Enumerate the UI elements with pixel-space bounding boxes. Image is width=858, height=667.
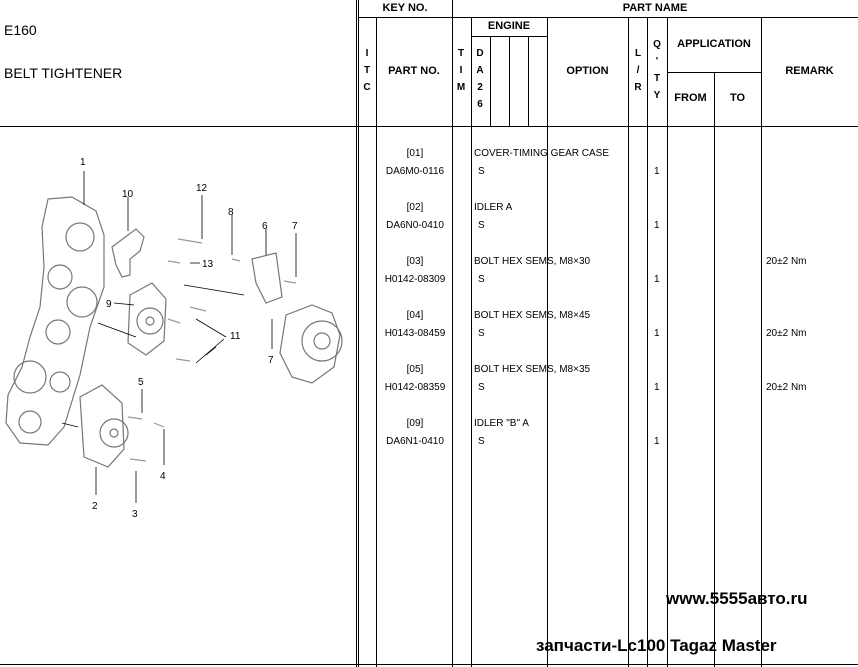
column-divider [490, 36, 491, 127]
part-no: DA6N1-0410 [386, 436, 444, 447]
engine-header: ENGINE [487, 20, 531, 32]
spec: S [478, 166, 485, 177]
remark: 20±2 Nm [766, 382, 807, 393]
key-no: [04] [406, 310, 424, 321]
engine-header-line [471, 36, 547, 37]
part-no: DA6N0-0410 [386, 220, 444, 231]
callout-label: 10 [122, 189, 134, 200]
spec: S [478, 274, 485, 285]
bottom-border [0, 664, 858, 665]
idler-b-pulley [136, 307, 164, 335]
idler-a-pulley [99, 418, 129, 448]
application-header-line [667, 72, 761, 73]
quantity: 1 [654, 166, 660, 177]
column-divider [628, 18, 629, 667]
column-divider [452, 0, 453, 667]
power-steering-pump [279, 304, 341, 384]
spec: S [478, 328, 485, 339]
bracket-10 [111, 228, 145, 278]
callout-label: 7 [292, 221, 298, 232]
part-no: H0143-08459 [384, 328, 446, 339]
page-code: E160 [4, 22, 37, 38]
part-no: DA6M0-0116 [385, 166, 445, 177]
column-divider [376, 18, 377, 667]
key-no: [01] [406, 148, 424, 159]
to-header: TO [729, 92, 746, 104]
part-name: IDLER "B" A [474, 418, 529, 429]
callout-label: 3 [132, 509, 138, 520]
key-no: [03] [406, 256, 424, 267]
remark-header: REMARK [785, 65, 834, 77]
bracket-6 [251, 252, 283, 304]
quantity: 1 [654, 328, 660, 339]
key-no: [02] [406, 202, 424, 213]
column-divider [647, 18, 648, 667]
idler-b-bracket [127, 282, 167, 356]
callout-label: 11 [230, 331, 241, 342]
watermark-caption: запчасти-Lc100 Tagaz Master [536, 636, 777, 655]
lr-header: L/R [634, 48, 642, 93]
application-header: APPLICATION [677, 38, 751, 50]
spec: S [478, 382, 485, 393]
page-title: BELT TIGHTENER [4, 65, 123, 81]
option-header: OPTION [566, 65, 609, 77]
callout-label: 12 [196, 183, 208, 194]
callout-label: 8 [228, 207, 234, 218]
column-divider [358, 0, 359, 667]
idler-a-bracket [79, 384, 125, 468]
column-divider [761, 18, 762, 667]
part-name: BOLT HEX SEMS, M8×45 [474, 310, 591, 321]
remark: 20±2 Nm [766, 328, 807, 339]
part-name: BOLT HEX SEMS, M8×35 [474, 364, 591, 375]
part-name-header: PART NAME [622, 2, 688, 14]
part-name: BOLT HEX SEMS, M8×30 [474, 256, 591, 267]
part-no: H0142-08309 [384, 274, 446, 285]
column-divider [509, 36, 510, 127]
part-name: COVER-TIMING GEAR CASE [474, 148, 610, 159]
callout-label: 13 [202, 259, 214, 270]
callout-label: 5 [138, 377, 144, 388]
callout-label: 7 [268, 355, 274, 366]
quantity: 1 [654, 274, 660, 285]
spec: S [478, 220, 485, 231]
part-no-header: PART NO. [388, 65, 440, 77]
column-divider [714, 72, 715, 667]
key-no: [05] [406, 364, 424, 375]
quantity: 1 [654, 436, 660, 447]
callout-label: 4 [160, 471, 166, 482]
key-no: [09] [406, 418, 424, 429]
spec: S [478, 436, 485, 447]
callout-label: 9 [106, 299, 112, 310]
part-name: IDLER A [474, 202, 513, 213]
callout-label: 2 [92, 501, 98, 512]
remark: 20±2 Nm [766, 256, 807, 267]
quantity: 1 [654, 382, 660, 393]
header-divider [0, 126, 858, 127]
watermark-site: www.5555авто.ru [666, 589, 808, 608]
exploded-parts-diagram: 1 10 12 8 6 7 13 9 11 7 5 4 2 3 [5, 157, 343, 520]
column-divider [471, 18, 472, 667]
key-no-header: KEY NO. [382, 2, 428, 14]
from-header: FROM [674, 92, 707, 104]
column-divider [547, 18, 548, 667]
timing-cover [5, 196, 105, 446]
column-divider [667, 18, 668, 667]
column-divider [528, 36, 529, 127]
callout-label: 1 [80, 157, 86, 168]
quantity: 1 [654, 220, 660, 231]
part-no: H0142-08359 [384, 382, 446, 393]
callout-label: 6 [262, 221, 268, 232]
header-row-line [358, 17, 858, 18]
column-divider [356, 0, 357, 667]
